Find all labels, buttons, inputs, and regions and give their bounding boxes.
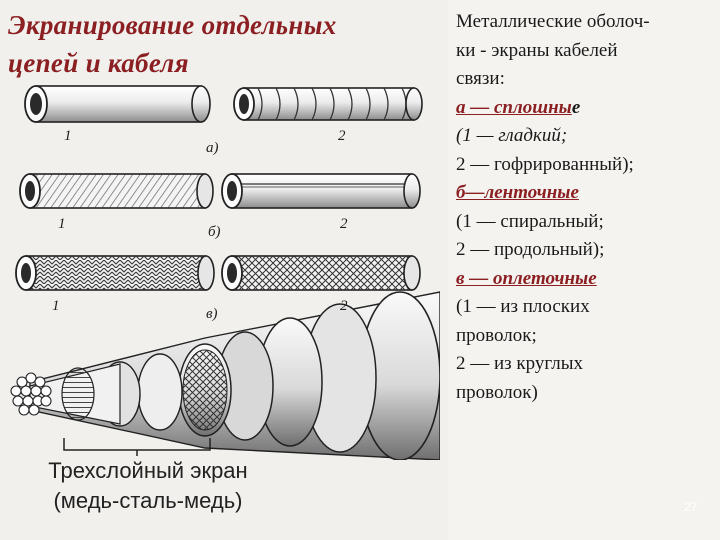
- heading-braid: в — оплеточные: [456, 267, 597, 289]
- smooth-tube-icon: [24, 85, 211, 123]
- braid-item-1a: (1 — из плоских: [456, 296, 590, 317]
- corrugated-tube-icon: [233, 87, 423, 121]
- intro-line-2: ки - экраны кабелей: [456, 39, 618, 61]
- figure-caption-line-1: Трехслойный экран: [48, 458, 248, 483]
- tape-item-1: (1 — спиральный;: [456, 210, 604, 232]
- spiral-tape-tube-icon: [19, 173, 214, 209]
- label-spiral-1: 1: [58, 216, 66, 232]
- intro-line-1: Металлические оболоч-: [456, 11, 650, 32]
- heading-solid-lead: а — сплошны: [456, 96, 572, 118]
- slide-title-line-2: цепей и кабеля: [8, 48, 189, 78]
- cable-core-wires-icon: [10, 372, 52, 416]
- solid-item-1: (1 — гладкий;: [456, 125, 568, 146]
- label-round-braid-2: 2: [340, 298, 348, 314]
- heading-solid: а — сплошные: [456, 94, 714, 123]
- figure-caption-line-2: (медь-сталь-медь): [53, 488, 243, 513]
- braid-item-2b: проволок): [456, 381, 538, 403]
- label-longitudinal-2: 2: [340, 216, 348, 232]
- right-panel: [448, 0, 720, 540]
- slide-title-line-1: Экранирование отдельных: [8, 10, 337, 40]
- braid-item-1b: проволок;: [456, 324, 537, 346]
- solid-item-2: 2 — гофрированный);: [456, 153, 634, 175]
- intro-line-3: связи:: [456, 68, 505, 89]
- heading-tape: б—ленточные: [456, 182, 579, 203]
- label-row-a: а): [206, 140, 219, 156]
- round-wire-braid-tube-icon: [221, 255, 421, 291]
- heading-solid-tail: е: [571, 96, 581, 118]
- figure-caption: Трехслойный экран (медь-сталь-медь): [8, 456, 288, 516]
- longitudinal-tape-tube-icon: [221, 173, 421, 209]
- label-row-v: в): [206, 306, 218, 322]
- flat-wire-braid-tube-icon: [15, 255, 215, 291]
- label-flat-braid-1: 1: [52, 298, 60, 314]
- description-text: Металлические оболоч- ки - экраны кабеле…: [456, 8, 714, 407]
- label-row-b: б): [208, 224, 221, 240]
- three-layer-cable-icon: [10, 291, 440, 460]
- cable-shields-illustration: 1 а) 2 1 б) 2 1 в) 2: [10, 85, 440, 460]
- label-smooth-1: 1: [64, 128, 72, 144]
- slide-title: Экранирование отдельных цепей и кабеля: [8, 6, 428, 82]
- label-corrugated-2: 2: [338, 128, 346, 144]
- braid-item-2a: 2 — из круглых: [456, 353, 583, 374]
- tape-item-2: 2 — продольный);: [456, 239, 605, 260]
- page-number: 27: [684, 500, 698, 514]
